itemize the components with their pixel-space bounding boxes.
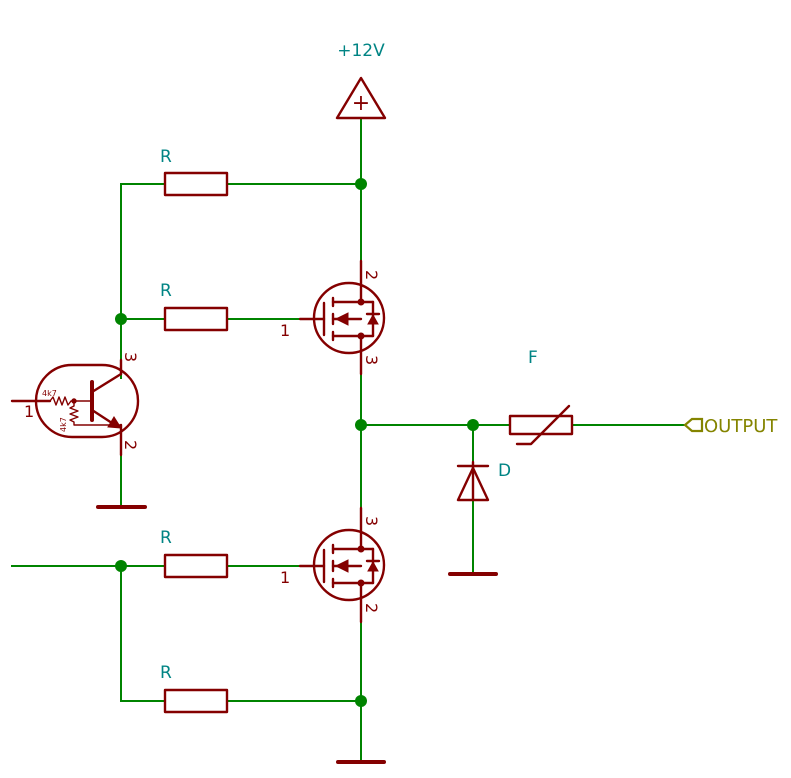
mosfet-lower-arrow-icon bbox=[334, 559, 349, 573]
resistor-upper-gate-label: R bbox=[160, 281, 172, 301]
diode-label: D bbox=[498, 461, 511, 481]
mosfet-lower: 1 3 2 bbox=[280, 506, 386, 624]
mosfet-upper: 1 2 3 bbox=[280, 259, 386, 376]
resistor-bottom-body bbox=[163, 688, 229, 714]
bjt-emitter-arrow-icon bbox=[107, 416, 122, 429]
mosfet-upper-dot-source bbox=[357, 332, 365, 340]
fuse-label: F bbox=[528, 348, 538, 368]
mosfet-upper-diode-icon bbox=[367, 313, 379, 325]
mosfet-lower-dot-drain bbox=[357, 545, 365, 553]
mosfet-upper-pin-drain: 2 bbox=[362, 270, 381, 280]
bjt-collector-line bbox=[90, 372, 123, 394]
diode: D bbox=[456, 460, 511, 502]
resistor-bottom-label: R bbox=[160, 663, 172, 683]
junction-left-upper bbox=[115, 313, 127, 325]
mosfet-upper-dot-drain bbox=[357, 298, 365, 306]
fuse: F bbox=[508, 348, 574, 446]
mosfet-lower-dot-source bbox=[357, 579, 365, 587]
resistor-upper-gate-body bbox=[163, 306, 229, 332]
mosfet-lower-pin-gate: 1 bbox=[280, 568, 290, 587]
junction-vcc bbox=[355, 178, 367, 190]
bjt-r2-zigzag bbox=[69, 400, 122, 426]
bjt-r1-zigzag bbox=[49, 396, 75, 406]
resistor-bottom: R bbox=[160, 663, 229, 714]
junction-output-node bbox=[355, 419, 367, 431]
grounds bbox=[96, 505, 498, 764]
resistor-lower-gate: R bbox=[160, 528, 229, 579]
diode-triangle-icon bbox=[456, 466, 490, 502]
junctions bbox=[115, 178, 479, 707]
resistor-upper-gate: R bbox=[160, 281, 229, 332]
mosfet-upper-arrow-icon bbox=[334, 312, 349, 326]
junction-diode bbox=[467, 419, 479, 431]
wires bbox=[11, 119, 686, 763]
junction-gnd bbox=[355, 695, 367, 707]
junction-input bbox=[115, 560, 127, 572]
mosfet-lower-pin-source: 2 bbox=[362, 603, 381, 613]
power-triangle-icon bbox=[335, 76, 387, 120]
mosfet-lower-diode-icon bbox=[367, 560, 379, 572]
resistor-top: R bbox=[160, 147, 229, 197]
power-plus-glyph: + bbox=[352, 91, 370, 116]
resistor-top-body bbox=[163, 171, 229, 197]
fuse-body bbox=[508, 414, 574, 436]
bjt-pin-emitter: 2 bbox=[121, 440, 140, 450]
mosfet-upper-pin-gate: 1 bbox=[280, 321, 290, 340]
bjt-pin-base: 1 bbox=[24, 402, 34, 421]
output-port: OUTPUT bbox=[683, 416, 778, 437]
bjt-digital-transistor: 4k7 4k7 1 3 2 bbox=[10, 352, 140, 457]
bjt-pin-collector: 3 bbox=[121, 352, 140, 362]
bjt-r1-value: 4k7 bbox=[42, 389, 57, 398]
fuse-ptc-slash-icon bbox=[515, 404, 571, 446]
output-label: OUTPUT bbox=[704, 416, 778, 437]
power-12v-symbol: + +12V bbox=[335, 41, 387, 120]
resistor-lower-gate-label: R bbox=[160, 528, 172, 548]
resistor-lower-gate-body bbox=[163, 553, 229, 579]
output-port-flag-icon bbox=[683, 417, 704, 433]
resistor-top-label: R bbox=[160, 147, 172, 167]
power-label: +12V bbox=[337, 41, 385, 61]
mosfet-lower-pin-drain: 3 bbox=[362, 516, 381, 526]
mosfet-upper-pin-source: 3 bbox=[362, 355, 381, 365]
bjt-r2-value: 4k7 bbox=[59, 417, 68, 432]
